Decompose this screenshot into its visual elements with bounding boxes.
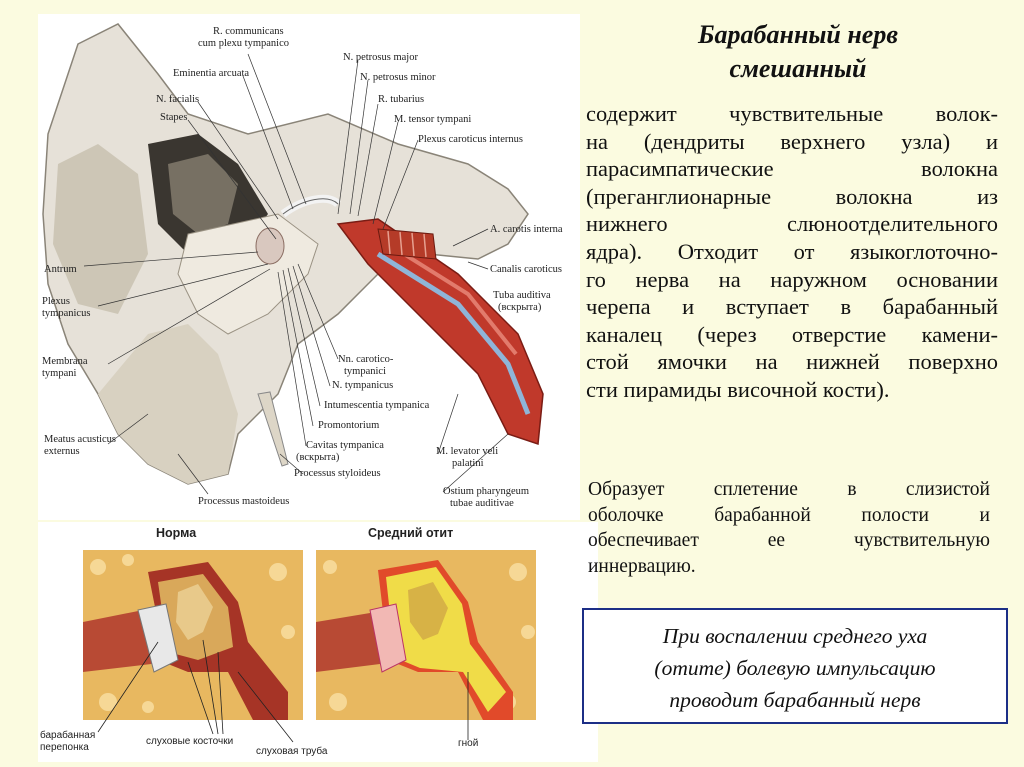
paragraph-line: Образует сплетение в слизистой: [588, 479, 990, 500]
paragraph-line: стой ямочки на нижней поверхно: [586, 349, 998, 375]
highlight-line: (отите) болевую импульсацию: [654, 656, 936, 680]
paragraph-line: содержит чувствительные волок-: [586, 101, 998, 126]
paragraph-line: иннервацию.: [588, 555, 696, 577]
caption-auditory-tube: слуховая труба: [256, 746, 328, 757]
label-processus-styloideus: Processus styloideus: [294, 468, 381, 479]
label-canalis-caroticus: Canalis caroticus: [490, 264, 563, 275]
caption-eardrum-2: перепонка: [40, 742, 89, 753]
paragraph-secondary: Образует сплетение в слизистой оболочке …: [588, 477, 990, 579]
ear-comparison-drawing: [83, 550, 536, 743]
label-antrum: Antrum: [44, 264, 77, 275]
highlight-text: При воспалении среднего уха (отите) боле…: [584, 620, 1006, 716]
label-promontorium: Promontorium: [318, 420, 380, 431]
label-processus-mastoideus: Processus mastoideus: [198, 496, 290, 507]
label-m-tensor-tympani: M. tensor tympani: [394, 114, 472, 125]
label-meatus-acusticus: Meatus acusticus: [44, 434, 117, 445]
paragraph-line: черепа и вступает в барабанный: [586, 294, 998, 320]
paragraph-line: обеспечивает ее чувствительную: [588, 530, 990, 551]
otitis-comparison: Норма Средний отит: [38, 522, 598, 762]
paragraph-line: каналец (через отверстие камени-: [586, 321, 998, 347]
caption-ossicles: слуховые косточки: [146, 736, 234, 747]
label-r-tubarius: R. tubarius: [378, 94, 425, 105]
paragraph-line: (преганглионарные волокна из: [586, 183, 998, 209]
paragraph-line: ядра). Отходит от языкоглоточно-: [586, 238, 998, 264]
paragraph-line: оболочке барабанной полости и: [588, 504, 990, 526]
title-line-2: смешанный: [729, 54, 867, 83]
label-n-facialis: N. facialis: [156, 94, 200, 105]
label-m-levator-2: palatini: [452, 458, 484, 469]
label-m-levator: M. levator veli: [436, 446, 499, 457]
title-line-1: Барабанный нерв: [698, 20, 898, 49]
label-eminentia-arcuata: Eminentia arcuata: [173, 68, 250, 79]
highlight-box: При воспалении среднего уха (отите) боле…: [582, 608, 1008, 724]
paragraph-line: го нерва на наружном основании: [586, 266, 998, 292]
label-intumescentia: Intumescentia tympanica: [324, 400, 430, 411]
label-cavitas-tympanica: Cavitas tympanica: [306, 440, 384, 451]
label-plexus-caroticus: Plexus caroticus internus: [418, 134, 523, 145]
label-n-petrosus-minor: N. petrosus minor: [360, 72, 436, 83]
label-nn-caroticotympanici: Nn. carotico-: [338, 354, 394, 365]
label-membrana-tympani-2: tympani: [42, 368, 77, 379]
paragraph-line: сти пирамиды височной кости).: [586, 376, 890, 402]
label-nn-caroticotympanici-2: tympanici: [344, 366, 386, 377]
slide-title: Барабанный нерв смешанный: [600, 18, 996, 86]
label-r-communicans: R. communicans: [213, 26, 284, 37]
highlight-line: При воспалении среднего уха: [662, 624, 928, 648]
label-r-communicans-2: cum plexu tympanico: [198, 38, 289, 49]
caption-norma: Норма: [156, 526, 197, 540]
label-plexus-tympanicus: Plexus: [42, 296, 71, 307]
label-tuba-auditiva: Tuba auditiva: [493, 290, 551, 301]
paragraph-line: на (дендриты верхнего узла) и: [586, 128, 998, 154]
label-meatus-acusticus-2: externus: [44, 446, 80, 457]
label-stapes: Stapes: [160, 112, 188, 123]
paragraph-main: содержит чувствительные волок- на (дендр…: [586, 100, 998, 404]
label-cavitas-tympanica-open: (вскрыта): [296, 452, 340, 463]
label-a-carotis-interna: A. carotis interna: [490, 224, 563, 235]
paragraph-line: нижнего слюноотделительного: [586, 211, 998, 237]
label-membrana-tympani: Membrana: [42, 356, 88, 367]
caption-pus: гной: [458, 738, 479, 749]
label-tuba-auditiva-open: (вскрыта): [498, 302, 542, 313]
highlight-line: проводит барабанный нерв: [669, 688, 921, 712]
label-n-petrosus-major: N. petrosus major: [343, 52, 418, 63]
label-n-tympanicus: N. tympanicus: [332, 380, 394, 391]
temporal-bone-drawing: [42, 23, 544, 495]
paragraph-line: парасимпатические волокна: [586, 156, 998, 182]
label-ostium-pharyngeum: Ostium pharyngeum: [443, 486, 530, 497]
caption-eardrum: барабанная: [40, 730, 96, 741]
label-plexus-tympanicus-2: tympanicus: [42, 308, 91, 319]
caption-otitis: Средний отит: [368, 526, 454, 540]
anatomy-illustration: R. communicans cum plexu tympanico Emine…: [38, 14, 580, 520]
label-ostium-pharyngeum-2: tubae auditivae: [450, 498, 514, 509]
